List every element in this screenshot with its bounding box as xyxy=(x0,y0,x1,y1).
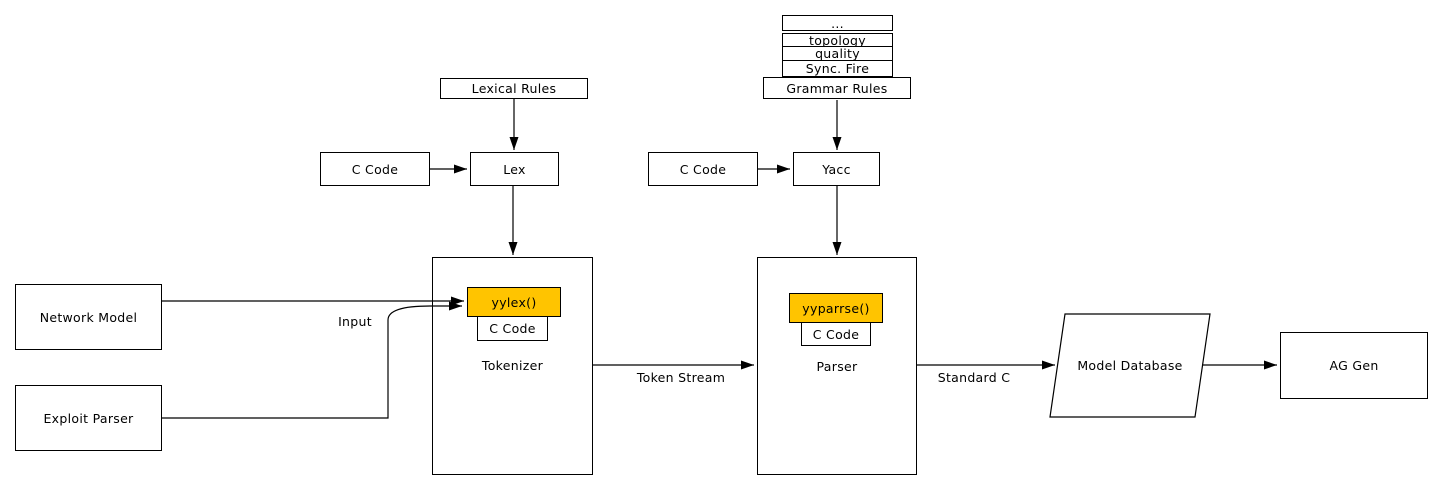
token-stream-edge-text: Token Stream xyxy=(636,370,726,385)
rule-stack-item-dots-label: ... xyxy=(831,15,844,31)
yacc-label: Yacc xyxy=(822,161,851,177)
rule-stack-item-sync-fire-label: Sync. Fire xyxy=(805,61,870,76)
yyparse-label: yyparrse() xyxy=(802,300,870,316)
standard-c-edge-text: Standard C xyxy=(937,370,1011,385)
token-stream-edge-label: Token Stream xyxy=(621,370,741,385)
exploit-parser-box: Exploit Parser xyxy=(15,385,162,451)
input-edge-label: Input xyxy=(325,314,385,329)
rule-stack-item-topology: topology xyxy=(782,32,893,48)
rule-stack-item-quality-label: quality xyxy=(815,46,860,61)
parser-title-text: Parser xyxy=(816,359,858,374)
rule-stack-item-quality: quality xyxy=(782,46,893,61)
lexical-rules-box: Lexical Rules xyxy=(440,78,588,99)
c-code-lex-label: C Code xyxy=(351,161,399,177)
yylex-function-box: yylex() xyxy=(467,287,561,317)
tokenizer-c-code-label: C Code xyxy=(489,321,536,336)
grammar-rules-label: Grammar Rules xyxy=(786,80,888,96)
exploit-parser-label: Exploit Parser xyxy=(43,410,134,426)
c-code-lex-box: C Code xyxy=(320,152,430,186)
model-database-label: Model Database xyxy=(1055,358,1205,373)
rule-stack-item-sync-fire: Sync. Fire xyxy=(782,60,893,77)
network-model-box: Network Model xyxy=(15,284,162,350)
yyparse-function-box: yyparrse() xyxy=(789,293,883,323)
parser-c-code-box: C Code xyxy=(801,322,871,346)
yacc-box: Yacc xyxy=(793,152,880,186)
lex-box: Lex xyxy=(470,152,559,186)
tokenizer-title: Tokenizer xyxy=(432,358,593,373)
lex-label: Lex xyxy=(503,161,526,177)
parser-c-code-label: C Code xyxy=(812,326,860,342)
rule-stack-item-topology-label: topology xyxy=(809,32,866,48)
lexical-rules-label: Lexical Rules xyxy=(471,81,557,96)
tokenizer-title-text: Tokenizer xyxy=(481,358,544,373)
standard-c-edge-label: Standard C xyxy=(914,370,1034,385)
grammar-rules-box: Grammar Rules xyxy=(763,77,911,99)
ag-gen-box: AG Gen xyxy=(1280,332,1428,399)
network-model-label: Network Model xyxy=(39,309,138,325)
rule-stack-item-dots: ... xyxy=(782,15,893,31)
c-code-yacc-label: C Code xyxy=(679,161,727,177)
input-edge-text: Input xyxy=(338,314,372,329)
ag-gen-label: AG Gen xyxy=(1329,358,1379,373)
c-code-yacc-box: C Code xyxy=(648,152,758,186)
parser-title: Parser xyxy=(757,359,917,374)
yylex-label: yylex() xyxy=(491,294,537,310)
tokenizer-c-code-box: C Code xyxy=(477,316,548,341)
model-database-text: Model Database xyxy=(1077,358,1183,373)
edge-exploit-parser-to-yylex xyxy=(162,301,462,419)
